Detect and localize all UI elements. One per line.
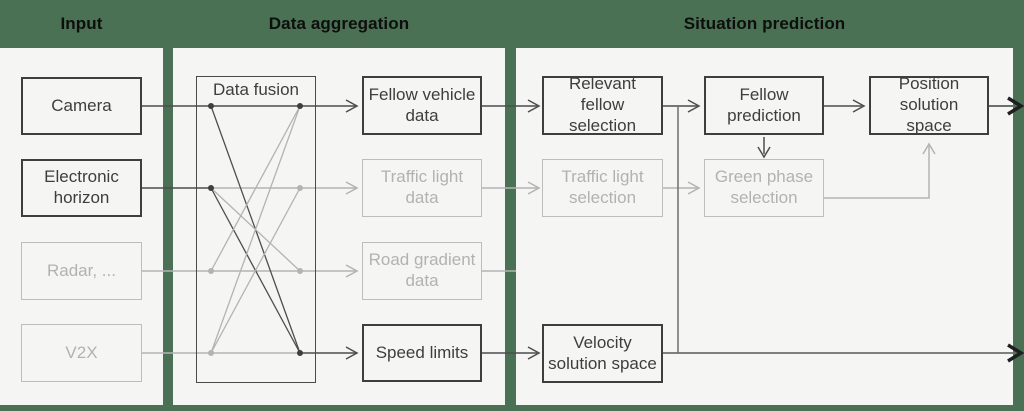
node-green-phase-selection: Green phase selection [704, 159, 824, 217]
header-situation-prediction: Situation prediction [683, 14, 846, 33]
node-fellow-prediction: Fellow prediction [704, 76, 824, 135]
header-input: Input [60, 14, 103, 33]
node-electronic-horizon: Electronic horizon [21, 159, 142, 217]
node-traffic-light-selection: Traffic light selection [542, 159, 663, 217]
node-camera: Camera [21, 77, 142, 135]
node-traffic-light-data: Traffic light data [362, 159, 482, 217]
node-fellow-vehicle-data: Fellow vehicle data [362, 76, 482, 135]
data-fusion-label: Data fusion [213, 80, 299, 99]
node-data-fusion [196, 76, 316, 383]
node-position-solution-space: Position solution space [869, 74, 989, 135]
header-data-aggregation: Data aggregation [268, 14, 410, 33]
node-relevant-fellow-selection: Relevant fellow selection [542, 74, 663, 135]
node-road-gradient-data: Road gradient data [362, 242, 482, 300]
node-radar: Radar, ... [21, 242, 142, 300]
node-v2x: V2X [21, 324, 142, 382]
node-speed-limits: Speed limits [362, 324, 482, 382]
node-velocity-solution-space: Velocity solution space [542, 324, 663, 383]
